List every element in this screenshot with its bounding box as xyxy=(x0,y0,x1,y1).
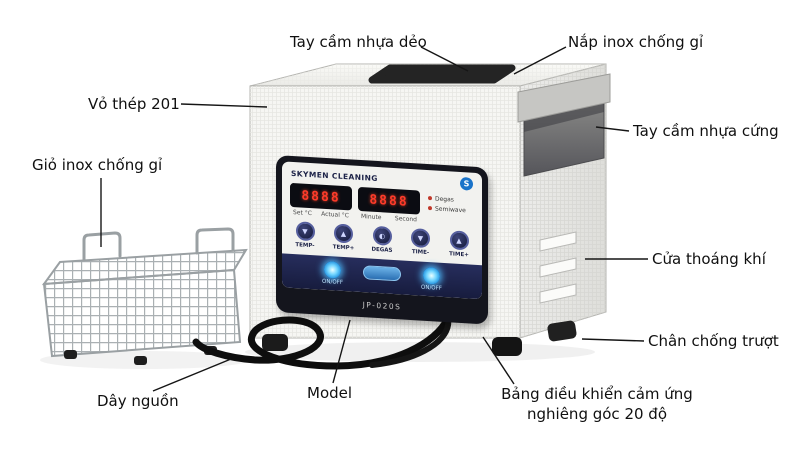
label-vent: Cửa thoáng khí xyxy=(652,250,766,268)
power-cord xyxy=(192,314,452,370)
power-button-left: ON/OFF xyxy=(322,260,343,286)
power-glow-icon xyxy=(422,266,440,285)
leader-foot xyxy=(581,338,645,342)
skymen-logo-icon xyxy=(460,176,473,191)
leader-side-handle xyxy=(595,126,630,132)
temperature-display: 8888 xyxy=(290,182,352,211)
leader-shell xyxy=(180,103,268,108)
temp-plus-icon xyxy=(334,223,353,244)
temp-minus-button: TEMP- xyxy=(289,221,321,250)
control-panel: SKYMEN CLEANING 8888 8888 Degas Semiwave… xyxy=(276,155,488,325)
leader-lid xyxy=(513,46,567,75)
panel-face: SKYMEN CLEANING 8888 8888 Degas Semiwave… xyxy=(282,161,482,300)
label-top-handle: Tay cầm nhựa dẻo xyxy=(290,33,427,51)
label-panel: Bảng điều khiển cảm ứng nghiêng góc 20 đ… xyxy=(497,385,697,424)
leader-panel xyxy=(482,336,515,385)
power-glow-icon xyxy=(324,260,342,279)
semiwave-indicator: Semiwave xyxy=(428,205,466,214)
leader-lines xyxy=(100,46,648,392)
degas-led-icon xyxy=(428,196,432,201)
temp-plus-button: TEMP+ xyxy=(328,223,360,252)
semiwave-led-icon xyxy=(428,206,432,211)
degas-button: DEGAS xyxy=(366,225,398,254)
label-model: Model xyxy=(307,384,353,402)
timer-digits: 8888 xyxy=(369,192,409,210)
label-lid: Nắp inox chống gỉ xyxy=(568,33,704,51)
power-button-right: ON/OFF xyxy=(421,266,442,292)
degas-indicator: Degas xyxy=(428,195,466,204)
time-plus-button: TIME+ xyxy=(443,230,475,259)
side-carry-handle xyxy=(517,73,611,177)
leader-cord xyxy=(152,358,232,392)
label-panel-line2: nghiêng góc 20 độ xyxy=(527,404,667,423)
leader-top-handle xyxy=(420,46,469,72)
label-foot: Chân chống trượt xyxy=(648,332,779,350)
temp-minus-icon xyxy=(295,221,315,242)
leader-model xyxy=(332,319,351,384)
vent-louvers xyxy=(539,231,577,304)
brand-text: SKYMEN CLEANING xyxy=(291,168,378,184)
label-panel-line1: Bảng điều khiển cảm ứng xyxy=(501,385,693,403)
wire-basket xyxy=(41,227,248,365)
label-cord: Dây nguồn xyxy=(97,392,179,410)
timer-display: 8888 xyxy=(358,186,420,215)
label-shell: Vỏ thép 201 xyxy=(88,95,180,113)
time-minus-icon xyxy=(411,228,430,249)
lid-handle-slot xyxy=(368,64,516,84)
time-plus-icon xyxy=(449,230,469,251)
label-side-handle: Tay cầm nhựa cứng xyxy=(633,122,779,140)
time-minus-button: TIME- xyxy=(405,228,437,257)
label-basket: Giỏ inox chống gỉ xyxy=(32,156,163,174)
center-pill xyxy=(363,264,401,281)
degas-icon xyxy=(372,225,392,246)
device-feet xyxy=(262,320,577,356)
temperature-digits: 8888 xyxy=(301,188,341,206)
